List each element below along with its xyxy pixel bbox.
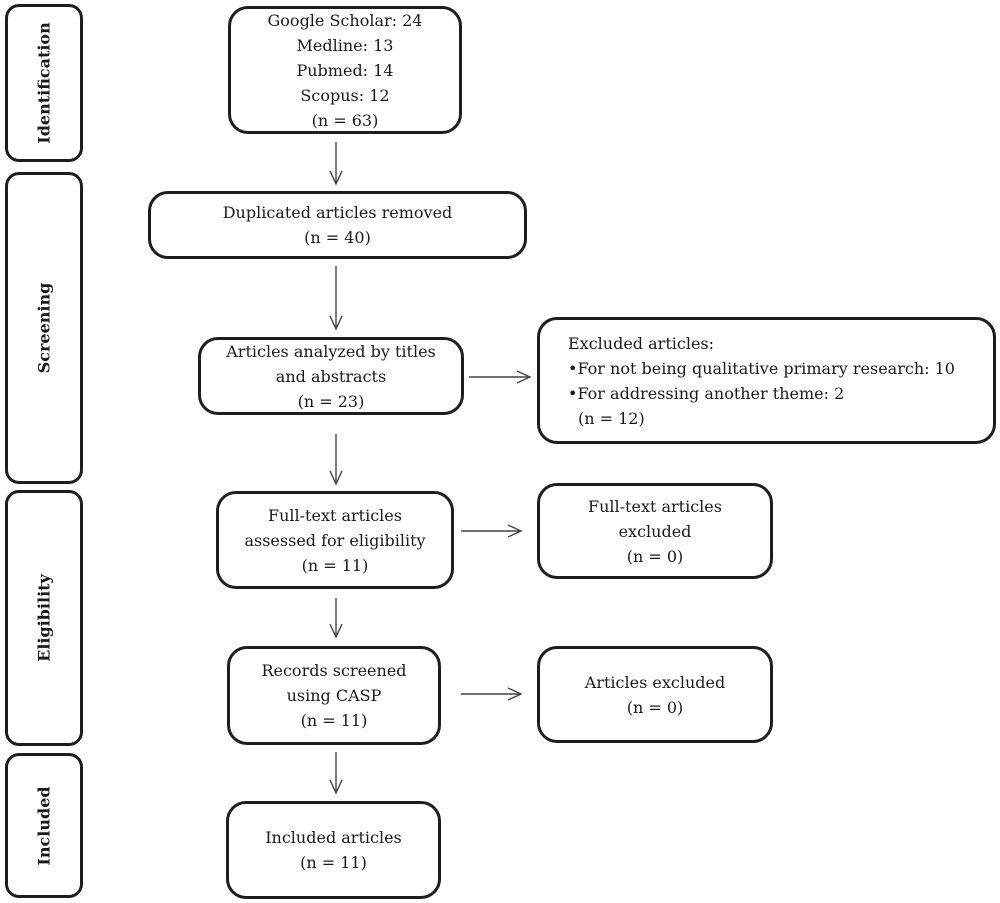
fulltext-excluded-line1: Full-text articles [588, 496, 722, 516]
titles-count: (n = 23) [297, 391, 365, 411]
stage-identification: Identification [5, 4, 83, 162]
stage-included: Included [5, 753, 83, 898]
casp-excluded-label: Articles excluded [584, 672, 726, 692]
excluded-heading: Excluded articles: [568, 333, 715, 353]
fulltext-excluded-line2: excluded [618, 521, 692, 541]
identification-box: Google Scholar: 24 Medline: 13 Pubmed: 1… [228, 6, 462, 134]
fulltext-excluded-box: Full-text articles excluded (n = 0) [537, 483, 773, 579]
source-pubmed: Pubmed: 14 [296, 60, 394, 80]
excluded-articles-box: Excluded articles: •For not being qualit… [537, 317, 996, 444]
fulltext-label-line2: assessed for eligibility [244, 530, 426, 550]
casp-screened-box: Records screened using CASP (n = 11) [227, 646, 441, 745]
excluded-reason-another-theme: •For addressing another theme: 2 [568, 383, 845, 403]
titles-label-line2: and abstracts [275, 366, 387, 386]
fulltext-label-line1: Full-text articles [268, 505, 402, 525]
included-articles-box: Included articles (n = 11) [226, 801, 441, 899]
stage-eligibility: Eligibility [5, 490, 83, 746]
source-google-scholar: Google Scholar: 24 [267, 10, 423, 30]
duplicates-removed-box: Duplicated articles removed (n = 40) [148, 191, 527, 259]
casp-count: (n = 11) [300, 711, 368, 730]
casp-excluded-box: Articles excluded (n = 0) [537, 646, 773, 743]
excluded-count: (n = 12) [578, 408, 645, 428]
included-count: (n = 11) [300, 853, 367, 872]
identification-count: (n = 63) [311, 110, 379, 130]
fulltext-excluded-count: (n = 0) [626, 546, 684, 566]
duplicates-label: Duplicated articles removed [222, 203, 453, 222]
source-medline: Medline: 13 [296, 35, 394, 55]
source-scopus: Scopus: 12 [300, 85, 390, 105]
fulltext-count: (n = 11) [301, 555, 369, 575]
casp-label-line2: using CASP [286, 686, 382, 705]
stage-screening: Screening [5, 172, 83, 484]
casp-label-line1: Records screened [261, 661, 407, 680]
casp-excluded-count: (n = 0) [626, 697, 684, 717]
duplicates-count: (n = 40) [304, 228, 371, 247]
titles-abstracts-box: Articles analyzed by titles and abstract… [198, 337, 464, 415]
fulltext-assessed-box: Full-text articles assessed for eligibil… [216, 491, 454, 589]
excluded-reason-not-qualitative: •For not being qualitative primary resea… [568, 358, 955, 378]
titles-label-line1: Articles analyzed by titles [226, 341, 436, 361]
included-label: Included articles [265, 828, 402, 847]
